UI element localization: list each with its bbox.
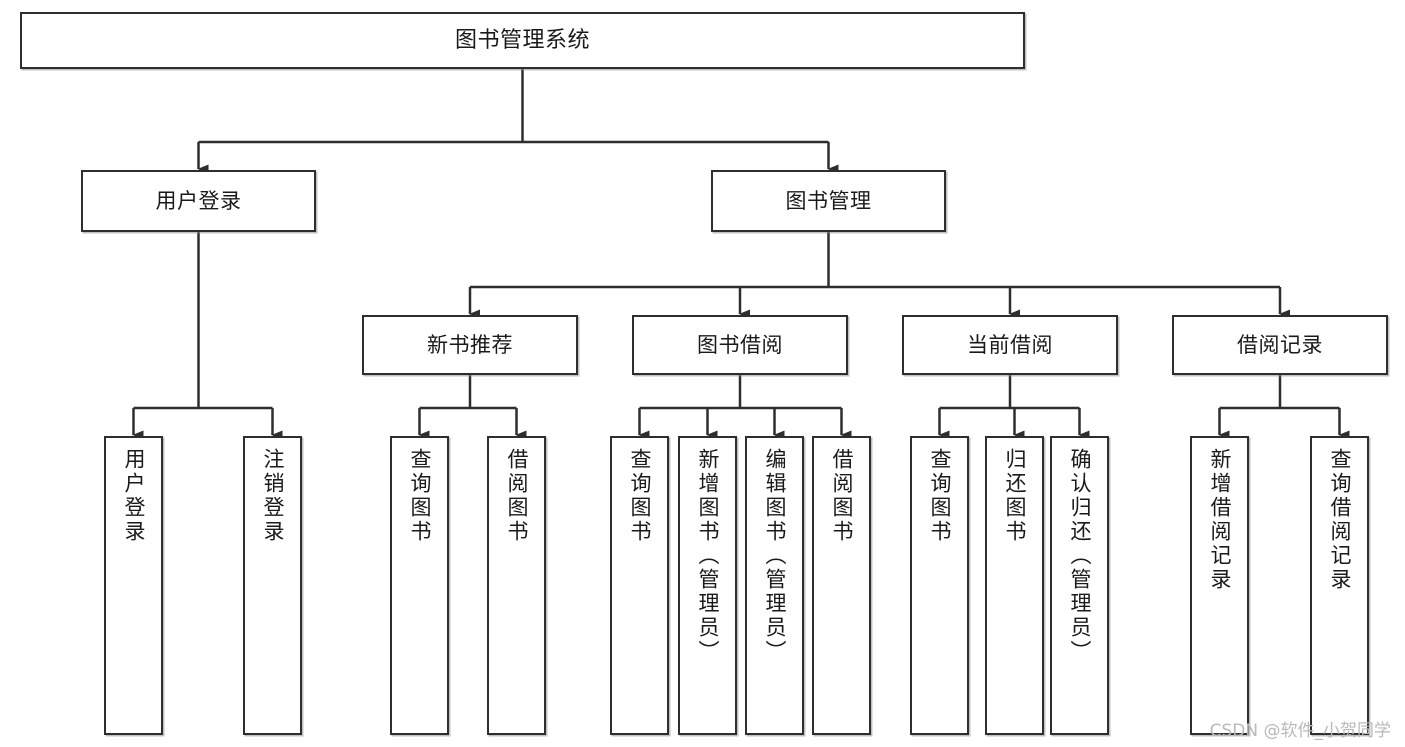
node-leaf-cur-2[interactable]: 归还图书 bbox=[985, 436, 1044, 735]
node-login[interactable]: 用户登录 bbox=[81, 170, 316, 232]
node-label: 借阅记录 bbox=[1237, 332, 1323, 357]
node-label: 新书推荐 bbox=[427, 332, 513, 357]
node-leaf-bor-4[interactable]: 借阅图书 bbox=[812, 436, 871, 735]
node-label: 用户登录 bbox=[155, 188, 242, 213]
node-records[interactable]: 借阅记录 bbox=[1172, 315, 1388, 375]
node-label: 确认归还（管理员） bbox=[1068, 448, 1092, 664]
node-label: 查询借阅记录 bbox=[1328, 448, 1352, 592]
node-leaf-bor-3[interactable]: 编辑图书（管理员） bbox=[745, 436, 804, 735]
node-label: 查询图书 bbox=[628, 448, 652, 544]
node-label: 图书管理 bbox=[785, 188, 872, 213]
node-label: 新增图书（管理员） bbox=[696, 448, 720, 664]
node-label: 新增借阅记录 bbox=[1208, 448, 1232, 592]
edge-paths bbox=[132, 69, 1350, 440]
node-leaf-cur-3[interactable]: 确认归还（管理员） bbox=[1050, 436, 1109, 735]
node-leaf-rec-2[interactable]: 查询借阅记录 bbox=[1310, 436, 1369, 735]
node-leaf-login-1[interactable]: 用户登录 bbox=[104, 436, 163, 735]
node-leaf-new-1[interactable]: 查询图书 bbox=[390, 436, 449, 735]
node-leaf-cur-1[interactable]: 查询图书 bbox=[910, 436, 969, 735]
node-label: 图书借阅 bbox=[697, 332, 783, 357]
watermark-label: CSDN @软件_小贺同学 bbox=[1209, 721, 1391, 741]
node-label: 当前借阅 bbox=[967, 332, 1053, 357]
node-leaf-new-2[interactable]: 借阅图书 bbox=[487, 436, 546, 735]
node-label: 借阅图书 bbox=[505, 448, 529, 544]
node-borrow[interactable]: 图书借阅 bbox=[632, 315, 848, 375]
node-leaf-bor-1[interactable]: 查询图书 bbox=[610, 436, 669, 735]
node-root[interactable]: 图书管理系统 bbox=[20, 12, 1025, 69]
node-label: 图书管理系统 bbox=[454, 27, 590, 53]
node-bookmgmt[interactable]: 图书管理 bbox=[711, 170, 946, 232]
node-label: 用户登录 bbox=[122, 448, 146, 544]
node-label: 注销登录 bbox=[261, 448, 285, 544]
node-label: 编辑图书（管理员） bbox=[763, 448, 787, 664]
node-current[interactable]: 当前借阅 bbox=[902, 315, 1118, 375]
node-label: 查询图书 bbox=[408, 448, 432, 544]
node-label: 归还图书 bbox=[1003, 448, 1027, 544]
node-leaf-bor-2[interactable]: 新增图书（管理员） bbox=[678, 436, 737, 735]
node-leaf-login-2[interactable]: 注销登录 bbox=[243, 436, 302, 735]
node-leaf-rec-1[interactable]: 新增借阅记录 bbox=[1190, 436, 1249, 735]
node-newbook[interactable]: 新书推荐 bbox=[362, 315, 578, 375]
node-label: 借阅图书 bbox=[830, 448, 854, 544]
node-label: 查询图书 bbox=[928, 448, 952, 544]
